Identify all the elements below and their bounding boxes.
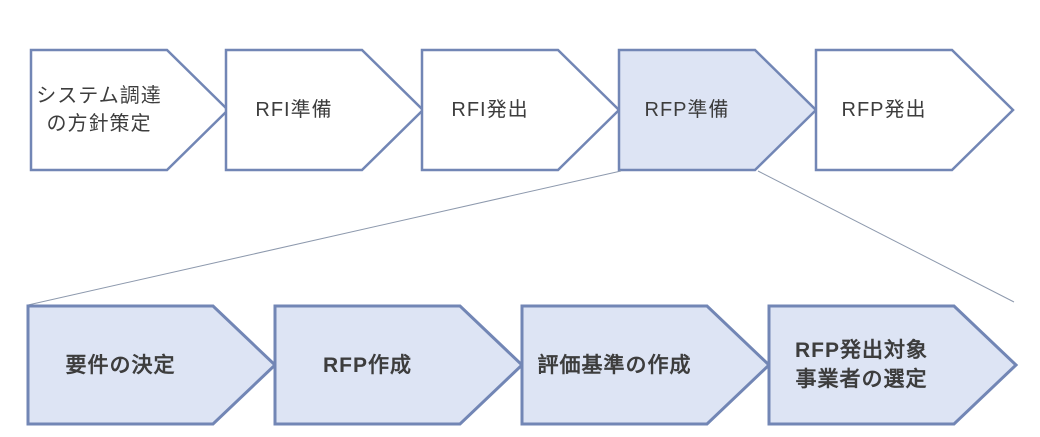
sub-step-shape-1 bbox=[26, 304, 278, 426]
sub-step-shape-4 bbox=[767, 304, 1019, 426]
expansion-line-left bbox=[27, 170, 622, 306]
main-step-shape-4-highlighted bbox=[617, 48, 818, 172]
main-step-shape-1 bbox=[29, 48, 230, 172]
main-step-shape-2 bbox=[224, 48, 425, 172]
sub-step-shape-2 bbox=[273, 304, 525, 426]
main-step-shape-3 bbox=[420, 48, 621, 172]
sub-step-shape-3 bbox=[520, 304, 772, 426]
expansion-line-right bbox=[757, 170, 1015, 303]
main-step-shape-5 bbox=[814, 48, 1015, 172]
